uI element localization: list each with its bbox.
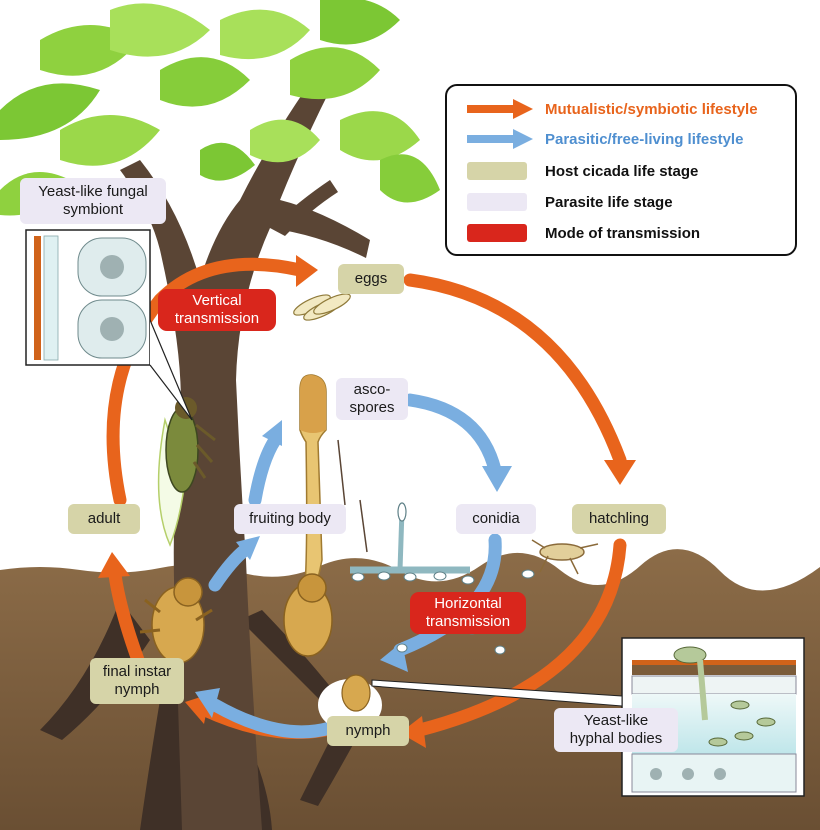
- tree-leaves: [0, 0, 440, 216]
- hyphal-bodies-caption: Yeast-like hyphal bodies: [554, 708, 678, 752]
- legend-swatch: [467, 224, 527, 242]
- symbiont-inset: [25, 229, 193, 421]
- legend-item: Mode of transmission: [467, 222, 700, 244]
- ascospores-label: asco- spores: [336, 378, 408, 420]
- legend-arrow-icon: [467, 129, 533, 149]
- final-instar-nymph-illustration: [139, 577, 213, 664]
- legend-item: Parasite life stage: [467, 191, 673, 213]
- symbiont-caption: Yeast-like fungal symbiont: [20, 178, 166, 224]
- adult-cicada-illustration: [157, 397, 216, 547]
- nymph-label: nymph: [327, 716, 409, 746]
- legend-label: Host cicada life stage: [545, 162, 699, 180]
- vertical-transmission-label: Vertical transmission: [158, 289, 276, 331]
- legend-label: Mutualistic/symbiotic lifestyle: [545, 100, 758, 118]
- fruiting-body-stalk: [299, 374, 327, 601]
- infected-nymph-illustration: [283, 573, 333, 657]
- conidia-label: conidia: [456, 504, 536, 534]
- legend-swatch: [467, 162, 527, 180]
- hatchling-label: hatchling: [572, 504, 666, 534]
- eggs-label: eggs: [338, 264, 404, 294]
- legend-arrow-icon: [467, 99, 533, 119]
- hatchling-illustration: [531, 539, 599, 575]
- legend-item: Parasitic/free-living lifestyle: [467, 128, 743, 150]
- legend-item: Mutualistic/symbiotic lifestyle: [467, 98, 758, 120]
- horizontal-transmission-label: Horizontal transmission: [410, 592, 526, 634]
- final-instar-nymph-label: final instar nymph: [90, 658, 184, 704]
- legend-label: Mode of transmission: [545, 224, 701, 242]
- legend-item: Host cicada life stage: [467, 160, 698, 182]
- legend-swatch: [467, 193, 527, 211]
- legend-label: Parasitic/free-living lifestyle: [545, 130, 744, 148]
- legend-label: Parasite life stage: [545, 193, 673, 211]
- adult-label: adult: [68, 504, 140, 534]
- eggs-illustration: [293, 293, 351, 321]
- fruiting-body-label: fruiting body: [234, 504, 346, 534]
